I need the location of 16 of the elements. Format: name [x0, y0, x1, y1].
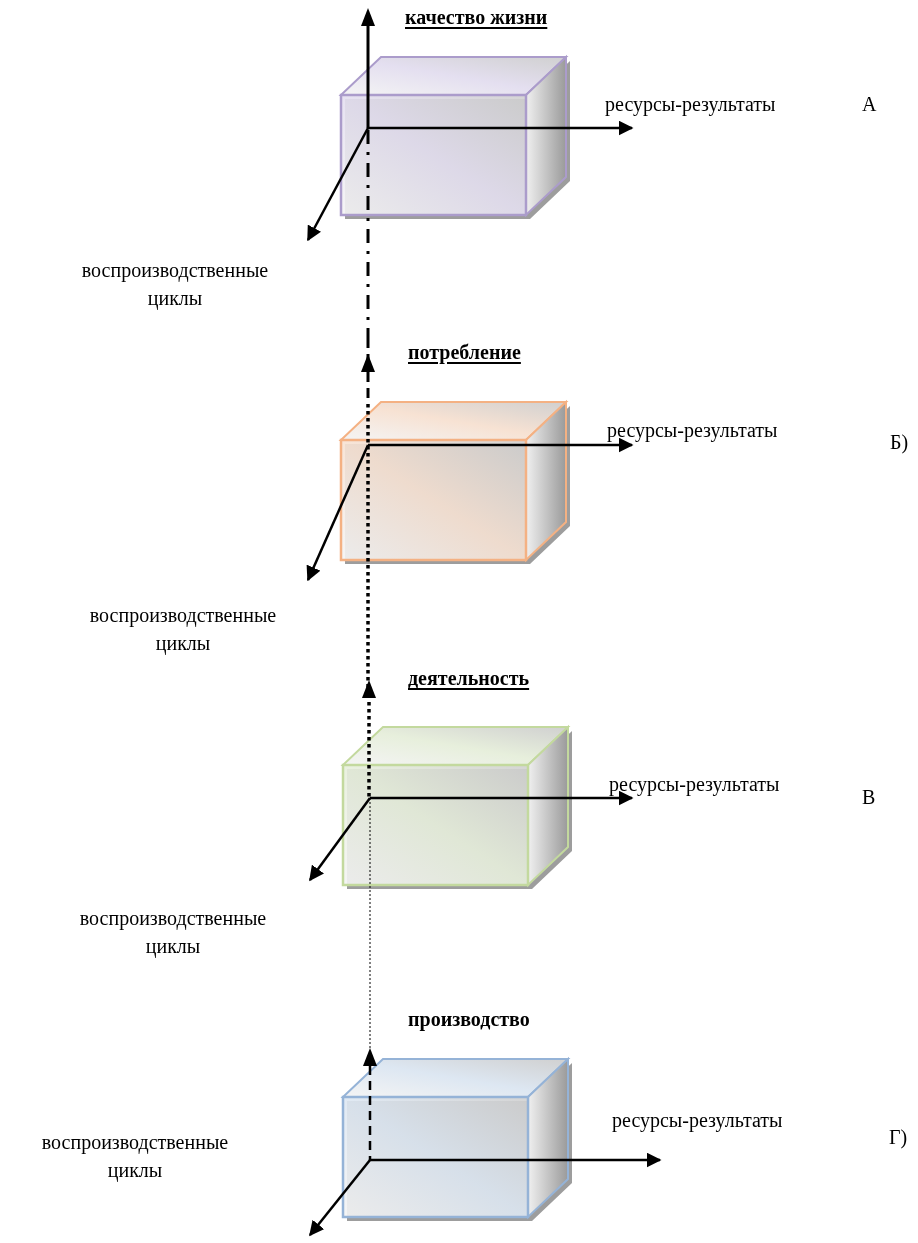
level-title: потребление	[408, 341, 521, 364]
axis-label: ресурсы-результаты	[605, 92, 776, 118]
axis-label: воспроизводственные циклы	[80, 258, 270, 312]
level-title: качество жизни	[405, 6, 548, 29]
level-title: производство	[408, 1008, 530, 1031]
level-letter: Б)	[890, 430, 909, 456]
axis-label: ресурсы-результаты	[609, 772, 780, 798]
axis-label: ресурсы-результаты	[607, 418, 778, 444]
level-letter: В	[862, 785, 876, 810]
axis-label: воспроизводственные циклы	[88, 603, 278, 657]
level-letter: Г)	[889, 1125, 908, 1151]
level-letter: А	[862, 92, 877, 117]
level-title: деятельность	[408, 667, 530, 690]
axis-label: воспроизводственные циклы	[78, 906, 268, 960]
axis-label: ресурсы-результаты	[612, 1108, 783, 1134]
axis-label: воспроизводственные циклы	[40, 1130, 230, 1184]
